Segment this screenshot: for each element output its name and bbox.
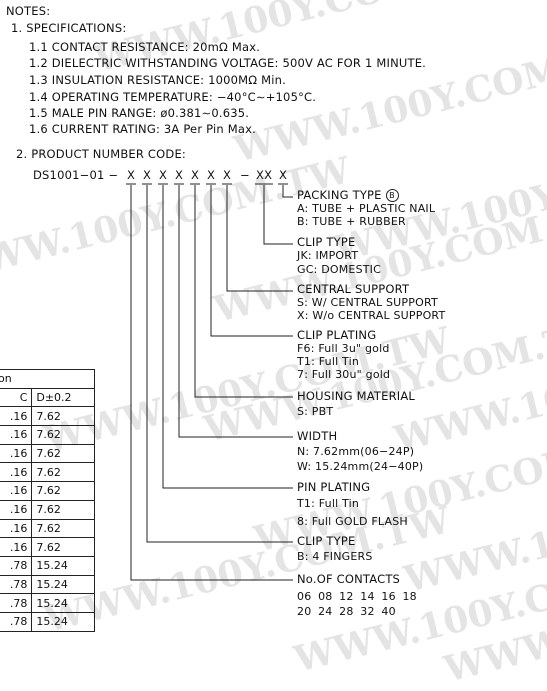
code-digit-contacts: X [127, 168, 136, 182]
spec-item-1: 1.1 CONTACT RESISTANCE: 20mΩ Max. [29, 40, 261, 54]
spec-item-4: 1.4 OPERATING TEMPERATURE: −40°C∼+105°C. [29, 90, 317, 104]
code-digit-clip-plating: X [207, 168, 216, 182]
table-cell-d: 7.62 [31, 537, 95, 557]
width-option-n: N: 7.62mm(06−24P) [297, 445, 415, 458]
code-digit-pin-plating: X [159, 168, 168, 182]
table-header-row-2: C D±0.2 [0, 387, 95, 408]
table-cell-c: .16 [0, 443, 33, 464]
clip-plating-option-f6: F6: Full 3u" gold [297, 342, 390, 355]
code-digit-packing: X [279, 168, 288, 182]
table-cell-c: .16 [0, 462, 33, 483]
table-cell-c: .16 [0, 518, 33, 539]
specifications-heading: 1. SPECIFICATIONS: [11, 21, 127, 35]
clip-type-2-title: CLIP TYPE [297, 534, 356, 548]
table-cell-c: .78 [0, 593, 33, 613]
table-cell-d: 7.62 [31, 406, 95, 427]
table-cell-c: .78 [0, 611, 33, 632]
table-cell-d: 15.24 [31, 574, 95, 595]
table-cell-d: 7.62 [31, 481, 95, 501]
code-prefix: DS1001−01 − [33, 168, 119, 182]
code-clip-type-xx: XX [256, 168, 273, 182]
code-digit-central-support: X [223, 168, 232, 182]
dimension-table: ion C D±0.2 .167.62.167.62.167.62.167.62… [0, 369, 95, 632]
table-header-c: C [0, 387, 33, 408]
table-cell-c: .16 [0, 499, 33, 520]
table-cell-d: 15.24 [31, 593, 95, 613]
table-cell-d: 15.24 [31, 611, 95, 632]
packing-type-badge: B [385, 189, 399, 202]
spec-item-5: 1.5 MALE PIN RANGE: ø0.381∼0.635. [29, 106, 250, 120]
pin-plating-title: PIN PLATING [297, 480, 371, 494]
spec-item-6: 1.6 CURRENT RATING: 3A Per Pin Max. [29, 122, 256, 136]
central-support-option-x: X: W/o CENTRAL SUPPORT [297, 309, 446, 322]
table-cell-c: .78 [0, 555, 33, 576]
clip-plating-title: CLIP PLATING [297, 328, 377, 342]
table-cell-d: 15.24 [31, 555, 95, 576]
table-cell-c: .78 [0, 574, 33, 595]
table-cell-d: 7.62 [31, 443, 95, 464]
table-header-row-1: ion [0, 369, 95, 389]
clip-plating-option-t1: T1: Full Tin [297, 355, 360, 368]
spec-item-2: 1.2 DIELECTRIC WITHSTANDING VOLTAGE: 500… [29, 56, 427, 70]
clip-type-option-jk: JK: IMPORT [297, 249, 359, 262]
packing-type-title: PACKING TYPE B [297, 189, 399, 202]
central-support-title: CENTRAL SUPPORT [297, 282, 410, 296]
code-digit-housing: X [191, 168, 200, 182]
table-cell-c: .16 [0, 406, 33, 427]
table-header-partial: ion [0, 369, 95, 389]
pin-plating-option-t1: T1: Full Tin [297, 497, 360, 510]
contacts-options-row-2: 20 24 28 32 40 [297, 605, 396, 618]
packing-option-a: A: TUBE + PLASTIC NAIL [297, 202, 436, 215]
contacts-options-row-1: 06 08 12 14 16 18 [297, 590, 417, 603]
contacts-title: No.OF CONTACTS [297, 572, 401, 586]
clip-type-option-b: B: 4 FINGERS [297, 550, 373, 563]
table-cell-d: 7.62 [31, 518, 95, 539]
table-cell-d: 7.62 [31, 462, 95, 483]
table-cell-c: .16 [0, 537, 33, 557]
packing-option-b: B: TUBE + RUBBER [297, 215, 406, 228]
clip-type-title: CLIP TYPE [297, 235, 356, 249]
product-code-heading: 2. PRODUCT NUMBER CODE: [16, 147, 187, 161]
notes-title: NOTES: [6, 4, 51, 18]
clip-type-option-gc: GC: DOMESTIC [297, 263, 382, 276]
code-digit-clip-type: X [143, 168, 152, 182]
clip-plating-option-7: 7: Full 30u" gold [297, 368, 391, 381]
width-title: WIDTH [297, 429, 338, 443]
central-support-option-s: S: W/ CENTRAL SUPPORT [297, 296, 438, 309]
housing-material-option-s: S: PBT [297, 405, 334, 418]
pin-plating-option-8: 8: Full GOLD FLASH [297, 515, 408, 528]
housing-material-title: HOUSING MATERIAL [297, 389, 416, 403]
code-digit-width: X [175, 168, 184, 182]
table-cell-d: 7.62 [31, 499, 95, 520]
spec-item-3: 1.3 INSULATION RESISTANCE: 1000MΩ Min. [29, 73, 286, 87]
table-cell-c: .16 [0, 425, 33, 445]
code-dash: − [240, 168, 250, 182]
table-cell-d: 7.62 [31, 425, 95, 445]
table-cell-c: .16 [0, 481, 33, 501]
width-option-w: W: 15.24mm(24−40P) [297, 460, 424, 473]
table-header-d: D±0.2 [31, 387, 95, 408]
